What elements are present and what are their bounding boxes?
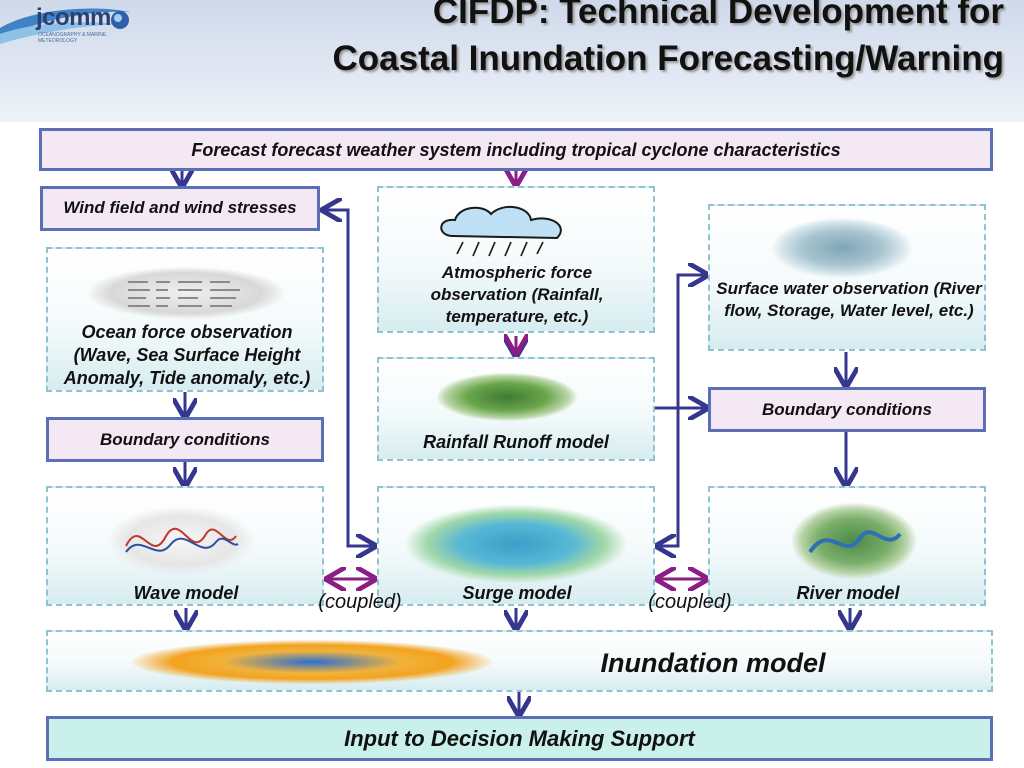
forecast-box: Forecast forecast weather system includi… (39, 128, 993, 171)
surge-map-image (403, 504, 629, 584)
arrow-split-to-surge (658, 408, 680, 546)
inundation-model-box: Inundation model (46, 630, 993, 692)
wave-model-label: Wave model (133, 583, 239, 603)
ocean-observation-label: Ocean force observation (Wave, Sea Surfa… (63, 322, 311, 388)
slide-header: jcomm OCEANOGRAPHY & MARINE METEOROLOGY … (0, 0, 1024, 122)
jcomm-logo: jcomm OCEANOGRAPHY & MARINE METEOROLOGY (0, 0, 140, 46)
rainfall-runoff-model-label: Rainfall Runoff model (423, 432, 609, 452)
surface-water-observation-box: Surface water observation (River flow, S… (708, 204, 986, 351)
river-photo-image (772, 218, 912, 278)
surface-water-observation-label: Surface water observation (River flow, S… (716, 279, 982, 320)
boundary-conditions-left-label: Boundary conditions (100, 430, 270, 449)
logo-text: jcomm (36, 4, 111, 31)
arrow-wind-to-surge (322, 208, 374, 546)
wave-chart-image (106, 506, 256, 576)
river-map-image (790, 502, 918, 580)
logo-subtitle: OCEANOGRAPHY & MARINE METEOROLOGY (38, 32, 107, 44)
atmospheric-observation-label: Atmospheric force observation (Rainfall,… (430, 263, 604, 326)
wind-field-label: Wind field and wind stresses (63, 198, 297, 217)
boundary-conditions-right-box: Boundary conditions (708, 387, 986, 432)
surge-model-label: Surge model (462, 583, 572, 603)
coupled-left-label: (coupled) (318, 591, 402, 613)
rain-cloud-icon (440, 205, 562, 257)
surge-model-box: Surge model (377, 486, 655, 606)
decision-support-label: Input to Decision Making Support (344, 726, 695, 751)
rainfall-runoff-model-box: Rainfall Runoff model (377, 357, 655, 461)
decision-support-box: Input to Decision Making Support (46, 716, 993, 761)
inundation-model-label: Inundation model (600, 648, 826, 678)
river-meander-icon (808, 530, 902, 554)
wave-lines-icon (125, 527, 239, 553)
boundary-conditions-right-label: Boundary conditions (762, 400, 932, 419)
wind-field-box: Wind field and wind stresses (40, 186, 320, 231)
arrow-rainfall-to-river (654, 275, 706, 410)
atmospheric-observation-box: Atmospheric force observation (Rainfall,… (377, 186, 655, 333)
forecast-label: Forecast forecast weather system includi… (191, 140, 841, 160)
boundary-conditions-left-box: Boundary conditions (46, 417, 324, 462)
inundation-map-image (132, 640, 492, 684)
terrain-image (437, 373, 577, 421)
river-model-label: River model (796, 583, 900, 603)
page-title: CIFDP: Technical Development for Coastal… (332, 0, 1004, 78)
wave-model-box: Wave model (46, 486, 324, 606)
ocean-data-table-image (88, 267, 284, 319)
data-table-icon (128, 281, 240, 307)
logo-swoosh-icon (0, 8, 130, 44)
river-model-box: River model (708, 486, 986, 606)
coupled-right-label: (coupled) (648, 591, 732, 613)
ocean-observation-box: Ocean force observation (Wave, Sea Surfa… (46, 247, 324, 392)
